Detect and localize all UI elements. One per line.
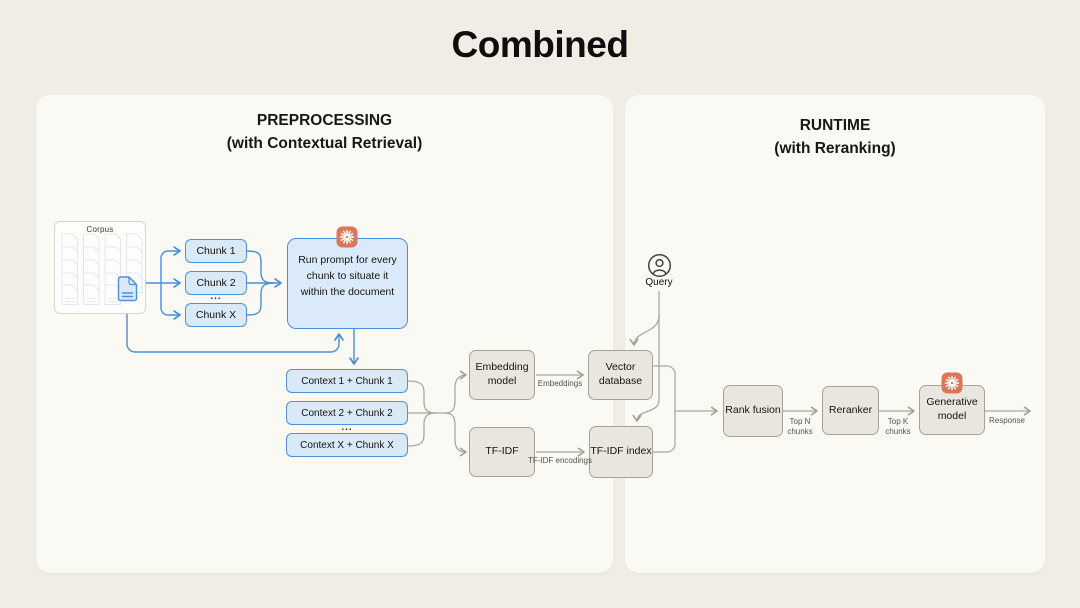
tfidf-index-box: TF-IDF index (589, 426, 653, 478)
response-edge-label: Response (988, 416, 1026, 425)
top-n-chunks-edge-label: Top N chunks (787, 417, 813, 437)
run-prompt-text: Run prompt for every chunk to situate it… (298, 254, 397, 298)
embedding-model-label: Embedding model (475, 361, 529, 387)
reranker-label: Reranker (828, 403, 873, 416)
embedding-model-box: Embedding model (469, 350, 535, 400)
context-2-box: Context 2 + Chunk 2 (286, 401, 408, 425)
tfidf-index-label: TF-IDF index (590, 445, 652, 458)
reranker-box: Reranker (822, 386, 879, 435)
query-label: Query (645, 277, 673, 288)
vector-database-box: Vector database (588, 350, 653, 400)
chunk-1-label: Chunk 1 (196, 245, 236, 257)
context-x-label: Context X + Chunk X (300, 439, 394, 451)
chunks-ellipsis: ... (210, 291, 222, 302)
preprocessing-title: PREPROCESSING (256, 112, 393, 129)
preprocessing-header: PREPROCESSING (with Contextual Retrieval… (36, 109, 613, 155)
run-prompt-box: Run prompt for every chunk to situate it… (287, 238, 408, 329)
context-x-box: Context X + Chunk X (286, 433, 408, 457)
generative-model-label: Generative model (926, 396, 978, 422)
top-k-chunks-edge-label: Top K chunks (885, 417, 911, 437)
rank-fusion-label: Rank fusion (725, 404, 781, 417)
context-2-label: Context 2 + Chunk 2 (301, 407, 393, 419)
claude-icon (336, 226, 358, 248)
runtime-header: RUNTIME (with Reranking) (625, 114, 1045, 160)
contexts-ellipsis: ... (341, 422, 353, 433)
vector-database-label: Vector database (598, 361, 643, 387)
preprocessing-panel: PREPROCESSING (with Contextual Retrieval… (36, 95, 613, 573)
chunk-x-label: Chunk X (195, 309, 237, 321)
context-1-box: Context 1 + Chunk 1 (286, 369, 408, 393)
tfidf-box: TF-IDF (469, 427, 535, 477)
rank-fusion-box: Rank fusion (723, 385, 783, 437)
runtime-subtitle: (with Reranking) (774, 140, 896, 157)
chunk-1-box: Chunk 1 (185, 239, 247, 263)
tfidf-encodings-edge-label: TF-IDF encodings (527, 456, 593, 465)
tfidf-label: TF-IDF (485, 445, 519, 458)
chunk-2-box: Chunk 2 (185, 271, 247, 295)
selected-document-icon (117, 276, 138, 302)
preprocessing-subtitle: (with Contextual Retrieval) (226, 135, 423, 152)
query-user-icon (647, 253, 672, 278)
runtime-panel: RUNTIME (with Reranking) (625, 95, 1045, 573)
context-1-label: Context 1 + Chunk 1 (301, 375, 393, 387)
embeddings-edge-label: Embeddings (537, 379, 583, 388)
runtime-title: RUNTIME (799, 117, 871, 134)
corpus-label: Corpus (86, 225, 114, 234)
chunk-x-box: Chunk X (185, 303, 247, 327)
claude-icon (941, 372, 963, 394)
page-title: Combined (451, 24, 629, 65)
chunk-2-label: Chunk 2 (196, 277, 236, 289)
